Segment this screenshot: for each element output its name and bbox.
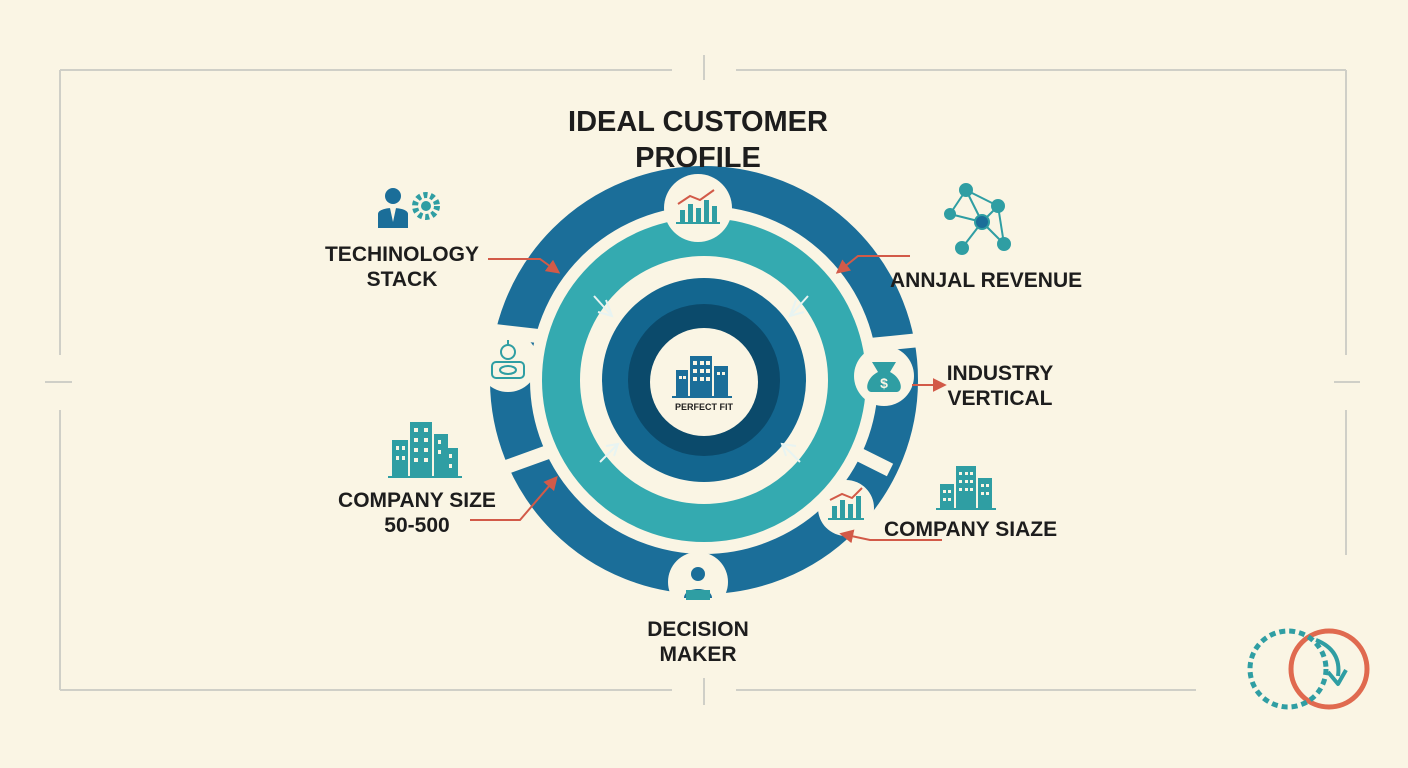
factor-label-line-1: INDUSTRY	[946, 362, 1054, 385]
factor-label-line-2: MAKER	[659, 643, 737, 666]
factor-company-size: COMPANY SIZE 50-500	[322, 488, 512, 538]
factor-label-line-2: STACK	[366, 268, 438, 291]
factor-label-line-2: VERTICAL	[947, 387, 1053, 410]
ring-badge-right: $	[854, 346, 914, 406]
factor-annual-revenue: ANNJAL REVENUE	[890, 268, 1082, 293]
svg-text:$: $	[880, 375, 888, 391]
connector-arrows	[470, 255, 947, 544]
factor-technology-stack: TECHINOLOGY STACK	[312, 242, 492, 292]
center-label: PERFECT FIT	[675, 402, 734, 412]
title-line-2: PROFILE	[635, 142, 761, 174]
inner-arrows	[593, 295, 809, 463]
ring-badge-bottom	[668, 552, 728, 612]
factor-industry-vertical: INDUSTRY VERTICAL	[930, 361, 1070, 411]
factor-label-line-1: ANNJAL REVENUE	[890, 269, 1083, 292]
city-buildings-icon	[936, 466, 996, 510]
title-line-1: IDEAL CUSTOMER	[568, 106, 828, 138]
person-laptop-icon	[684, 567, 712, 600]
person-gear-icon	[378, 188, 440, 228]
cycle-refresh-icon	[1247, 628, 1370, 710]
ring-badge-left	[478, 332, 538, 392]
factor-decision-maker: DECISION MAKER	[628, 617, 768, 667]
network-icon	[944, 183, 1011, 255]
ring-badge-lower-right	[818, 480, 874, 536]
factor-label-line-1: DECISION	[647, 618, 749, 641]
bar-chart-icon	[828, 487, 864, 520]
building-icon	[672, 356, 732, 398]
factor-label-line-2: 50-500	[384, 514, 450, 537]
factor-label-line-1: COMPANY SIAZE	[884, 518, 1058, 541]
office-buildings-icon	[388, 422, 462, 478]
diagram-title: IDEAL CUSTOMER PROFILE	[498, 104, 898, 176]
factor-company-siaze: COMPANY SIAZE	[884, 517, 1057, 542]
money-bag-icon: $	[867, 362, 901, 392]
ring-badge-top	[664, 174, 732, 242]
bar-chart-icon	[676, 189, 720, 224]
frame	[45, 55, 1360, 705]
factor-label-line-1: COMPANY SIZE	[338, 489, 496, 512]
robot-icon	[491, 340, 525, 379]
factor-label-line-1: TECHINOLOGY	[324, 243, 479, 266]
